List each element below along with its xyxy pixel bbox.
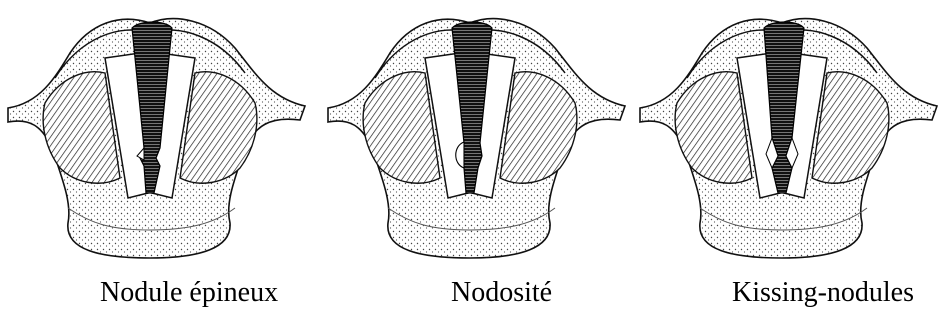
caption-nodule-epineux: Nodule épineux [100, 279, 278, 307]
larynx-drawing-kissing-nodules [632, 8, 947, 268]
caption-kissing-nodules: Kissing-nodules [732, 279, 914, 307]
caption-nodosite: Nodosité [451, 279, 552, 307]
larynx-drawing-nodule-epineux [0, 8, 315, 268]
larynx-drawing-nodosite [320, 8, 635, 268]
panel-nodosite: Nodosité [320, 0, 635, 324]
panel-kissing-nodules: Kissing-nodules [632, 0, 947, 324]
panel-nodule-epineux: Nodule épineux [0, 0, 315, 324]
